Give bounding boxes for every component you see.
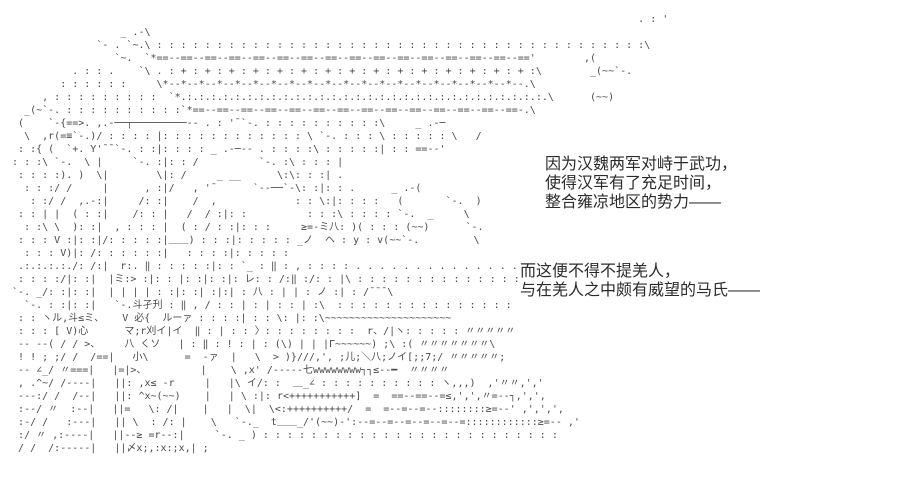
dialogue-line: 整合雍凉地区的势力——	[545, 194, 722, 211]
dialogue-line: 与在羌人之中颇有威望的马氏——	[520, 282, 761, 299]
dialogue-box-2: 而这便不得不提羌人， 与在羌人之中颇有威望的马氏——	[518, 260, 767, 302]
dialogue-box-1: 因为汉魏两军对峙于武功， 使得汉军有了充足时间， 整合雍凉地区的势力——	[543, 153, 744, 214]
dialogue-line: 因为汉魏两军对峙于武功，	[545, 156, 738, 173]
dialogue-line: 使得汉军有了充足时间，	[545, 175, 722, 192]
dialogue-line: 而这便不得不提羌人，	[520, 263, 681, 280]
